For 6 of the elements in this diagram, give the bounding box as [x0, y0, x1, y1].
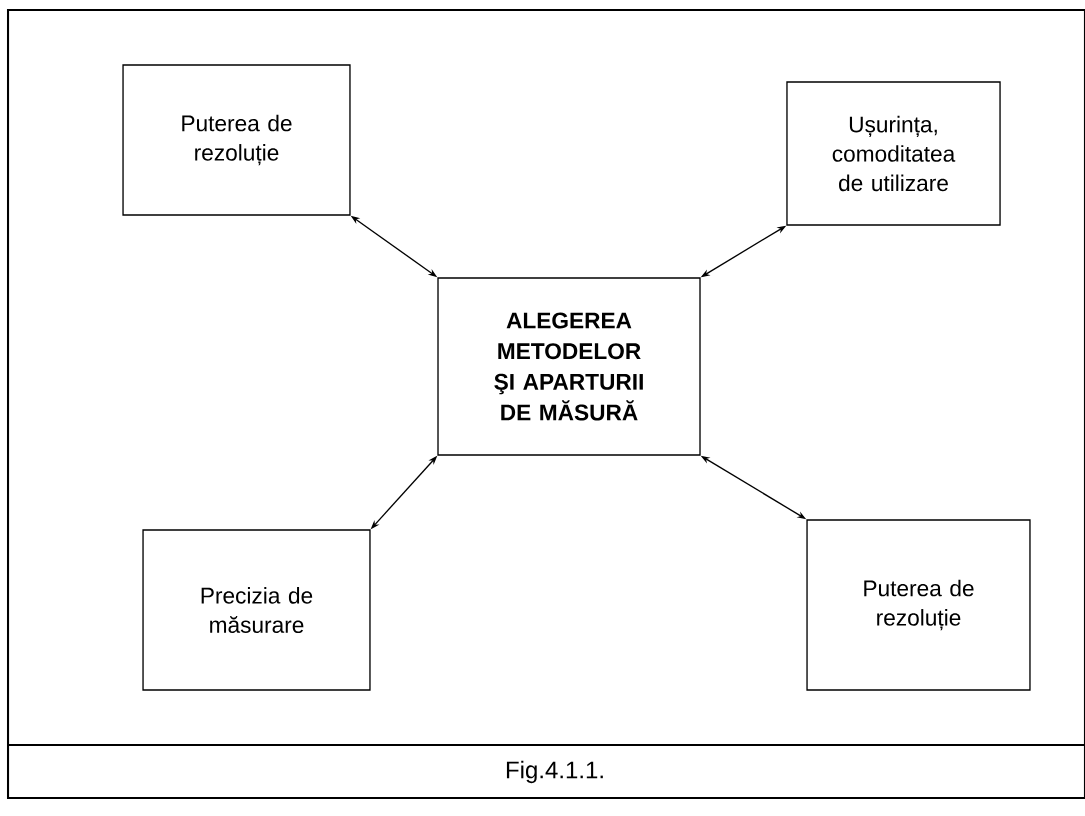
- text-box: Ușurința, comoditatea de utilizare: [786, 81, 1001, 226]
- text-box: Puterea de rezoluție: [122, 64, 351, 216]
- title-box: ALEGEREA METODELOR ŞI APARTURII DE MĂSURĂ: [437, 277, 701, 456]
- figure-caption: Fig.4.1.1.: [506, 760, 603, 784]
- text-box: Precizia de măsurare: [142, 529, 371, 691]
- text-box: Puterea de rezoluție: [806, 519, 1031, 691]
